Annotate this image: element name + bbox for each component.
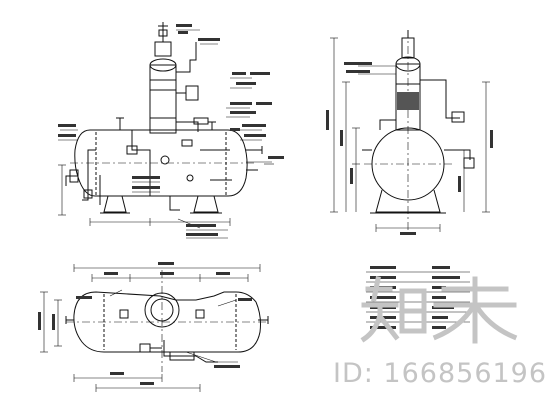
watermark-id: ID: 166856196	[333, 358, 548, 389]
side-elevation-view	[326, 30, 493, 235]
watermark-logo	[360, 276, 518, 344]
plan-view	[38, 262, 269, 392]
front-elevation-view	[58, 22, 284, 239]
